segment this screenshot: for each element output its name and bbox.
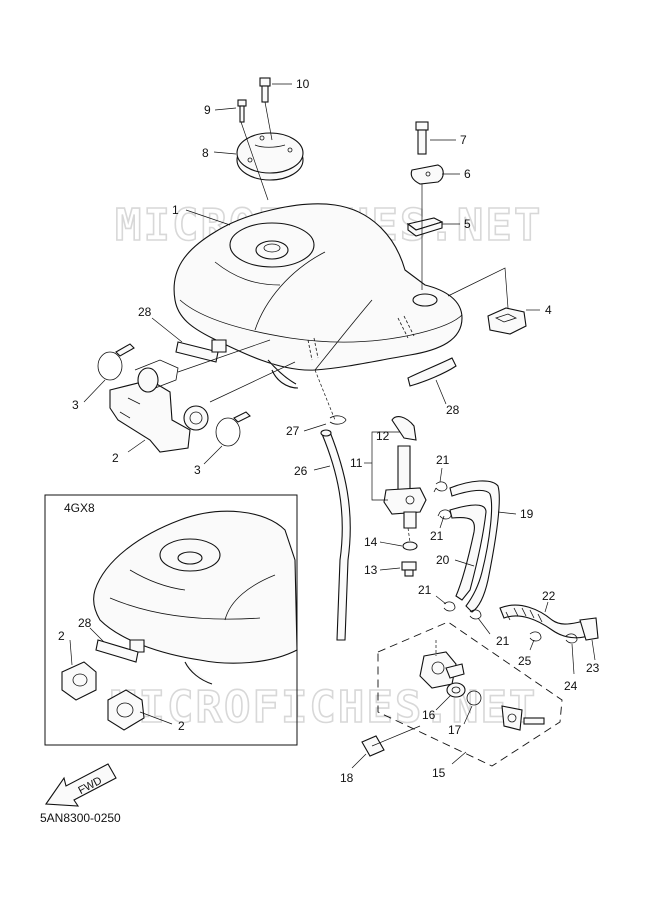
callout-28-c: 28 [78, 616, 92, 630]
filter-12 [391, 416, 417, 441]
callout-14: 14 [364, 535, 378, 549]
callouts: 1 2 2 2 3 3 4 5 6 7 8 9 10 11 12 13 14 [58, 77, 600, 785]
callout-5: 5 [464, 217, 471, 231]
callout-10: 10 [296, 77, 310, 91]
hose-26 [321, 431, 351, 641]
callout-27: 27 [286, 424, 300, 438]
callout-3-b: 3 [194, 463, 201, 477]
callout-2-a: 2 [112, 451, 119, 465]
inset-grommet-2-lower [107, 689, 145, 731]
inset-label: 4GX8 [64, 501, 95, 515]
callout-16: 16 [422, 708, 436, 722]
hose-19 [449, 480, 500, 613]
inset-grommet-2-upper [61, 661, 97, 701]
callout-25: 25 [518, 654, 532, 668]
fuel-cock-11 [383, 445, 427, 529]
clamp-3-right [215, 411, 251, 447]
callout-19: 19 [520, 507, 534, 521]
oring-17 [466, 690, 482, 706]
callout-21-c: 21 [418, 583, 432, 597]
callout-1: 1 [172, 203, 179, 217]
seal-16 [446, 682, 466, 698]
inset-tank [93, 510, 298, 685]
diagram-code: 5AN8300-0250 [40, 811, 121, 825]
callout-21-d: 21 [496, 634, 510, 648]
callout-8: 8 [202, 146, 209, 160]
assembly-15-outline [377, 621, 563, 767]
grommet-5 [406, 217, 444, 237]
clip-27 [329, 415, 347, 425]
callout-22: 22 [542, 589, 556, 603]
callout-18: 18 [340, 771, 354, 785]
callout-15: 15 [432, 766, 446, 780]
hose-20 [449, 504, 487, 601]
washer-14 [402, 541, 418, 551]
callout-3-a: 3 [72, 398, 79, 412]
callout-28-b: 28 [446, 403, 460, 417]
bracket-2 [109, 359, 209, 453]
bolt-7 [415, 121, 429, 155]
bolt-10 [259, 77, 271, 103]
callout-2-b: 2 [58, 629, 65, 643]
lever-15 [501, 705, 545, 731]
strip-28-left [175, 341, 219, 363]
callout-13: 13 [364, 563, 378, 577]
callout-9: 9 [204, 103, 211, 117]
callout-12: 12 [376, 429, 390, 443]
callout-26: 26 [294, 464, 308, 478]
fuel-tank [173, 203, 463, 371]
damper-6 [410, 164, 444, 185]
clamp-3-left [97, 343, 135, 381]
callout-21-a: 21 [436, 453, 450, 467]
damper-4 [487, 307, 527, 335]
callout-28-a: 28 [138, 305, 152, 319]
clip-25 [529, 631, 542, 642]
callout-6: 6 [464, 167, 471, 181]
screw-13 [401, 561, 417, 577]
callout-24: 24 [564, 679, 578, 693]
callout-11: 11 [350, 456, 363, 470]
callout-17: 17 [448, 723, 462, 737]
clip-24 [565, 633, 578, 644]
callout-7: 7 [460, 133, 467, 147]
inset-frame [44, 494, 298, 746]
pump-cover-plate [236, 132, 304, 181]
inset-strip-28 [95, 639, 139, 663]
strip-28-right [407, 357, 457, 387]
callout-21-b: 21 [430, 529, 444, 543]
bolt-9 [237, 99, 247, 123]
callout-20: 20 [436, 553, 450, 567]
callout-23: 23 [586, 661, 600, 675]
screw-18 [361, 725, 421, 757]
callout-4: 4 [545, 303, 552, 317]
watermark-bottom: MICROFICHES.NET [110, 682, 537, 733]
fwd-arrow-icon: FWD [44, 763, 117, 807]
callout-2-c: 2 [178, 719, 185, 733]
